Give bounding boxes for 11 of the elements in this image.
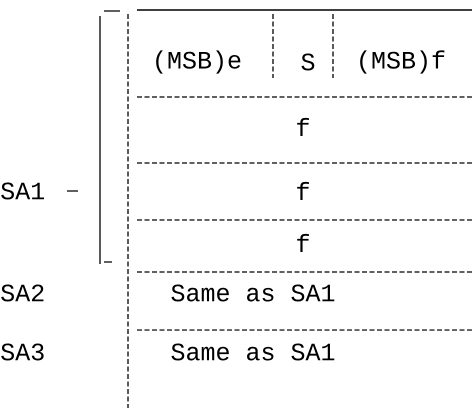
field-label: S — [301, 54, 314, 70]
field-label: f — [297, 118, 309, 136]
field-label: f — [297, 182, 309, 200]
row-label: SA2 — [1, 284, 44, 302]
row-label: SA1 — [1, 182, 44, 200]
row-label: SA3 — [1, 344, 44, 360]
field-label: (MSB)e — [156, 50, 240, 74]
field-label: Same as SA1 — [171, 284, 334, 302]
field-label: Same as SA1 — [171, 344, 334, 360]
field-label: f — [297, 234, 309, 252]
field-label: (MSB)f — [360, 50, 444, 74]
